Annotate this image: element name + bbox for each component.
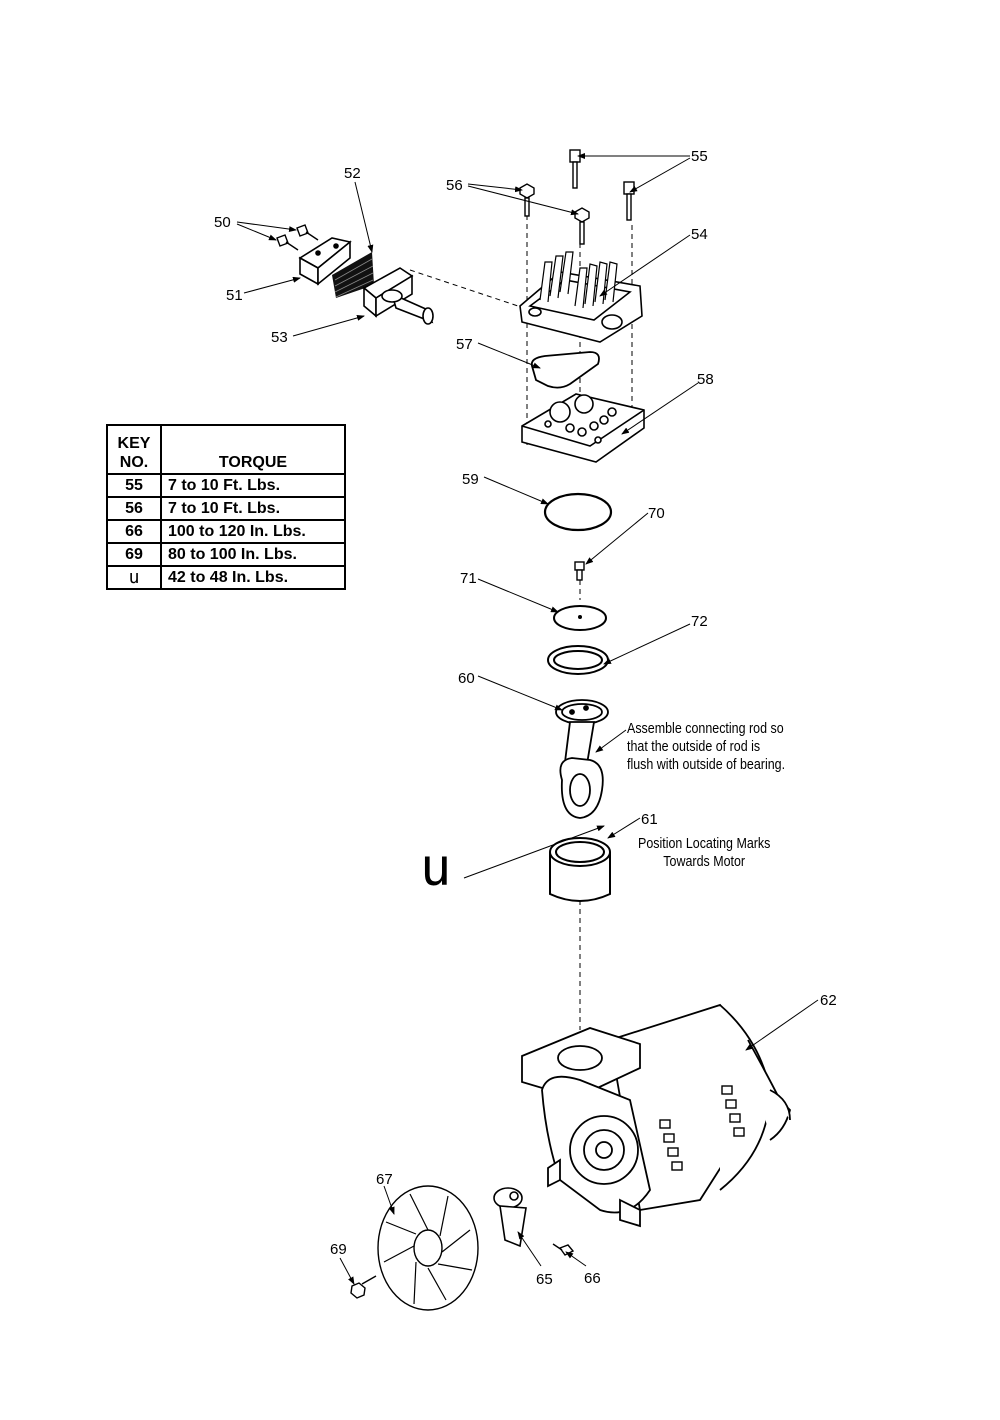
table-row: 66 100 to 120 In. Lbs. (106, 519, 346, 544)
part-57-head-gasket (530, 351, 600, 389)
table-row: 69 80 to 100 In. Lbs. (106, 542, 346, 567)
torque-header: TORQUE (160, 424, 346, 475)
part-60-connecting-rod (555, 699, 609, 819)
callout-62: 62 (820, 992, 837, 1009)
callout-61: 61 (641, 811, 658, 828)
part-51-filter-cover (298, 237, 352, 286)
torque-cell: 42 to 48 In. Lbs. (160, 565, 346, 590)
callout-72: 72 (691, 613, 708, 630)
part-59-o-ring (543, 492, 613, 532)
part-70-screw (574, 561, 585, 581)
callout-58: 58 (697, 371, 714, 388)
key-cell: 69 (106, 542, 162, 567)
callout-50: 50 (214, 214, 231, 231)
key-cell: 66 (106, 519, 162, 544)
connecting-rod-note: Assemble connecting rod so that the outs… (627, 721, 786, 773)
part-58-valve-plate (521, 393, 645, 463)
callout-55: 55 (691, 148, 708, 165)
part-66-bolt (552, 1243, 575, 1256)
torque-cell: 100 to 120 In. Lbs. (160, 519, 346, 544)
part-50-screws (276, 224, 319, 251)
callout-51: 51 (226, 287, 243, 304)
callout-53: 53 (271, 329, 288, 346)
torque-symbol-u: u (420, 838, 452, 898)
callout-52: 52 (344, 165, 361, 182)
key-cell: 55 (106, 473, 162, 498)
part-69-screw (350, 1275, 377, 1299)
part-54-cylinder-head (519, 251, 643, 343)
part-71-retainer-disc (553, 605, 607, 631)
callout-67: 67 (376, 1171, 393, 1188)
callout-71: 71 (460, 570, 477, 587)
key-cell: u (106, 565, 162, 590)
part-53-filter-housing (362, 267, 434, 325)
callout-57: 57 (456, 336, 473, 353)
part-61-bearing (549, 837, 611, 902)
table-row: 55 7 to 10 Ft. Lbs. (106, 473, 346, 498)
part-52-filter-element (332, 252, 374, 298)
callout-54: 54 (691, 226, 708, 243)
part-72-cup-seal (547, 645, 609, 675)
callout-69: 69 (330, 1241, 347, 1258)
locating-marks-note: Position Locating Marks Towards Motor (638, 836, 771, 870)
callout-60: 60 (458, 670, 475, 687)
part-65-eccentric (493, 1187, 527, 1248)
torque-cell: 7 to 10 Ft. Lbs. (160, 496, 346, 521)
key-cell: 56 (106, 496, 162, 521)
table-row: 56 7 to 10 Ft. Lbs. (106, 496, 346, 521)
part-62-motor-crankcase (521, 1003, 791, 1228)
part-67-fan (377, 1185, 479, 1311)
part-56-head-bolts (519, 183, 590, 245)
callout-66: 66 (584, 1270, 601, 1287)
table-row: u 42 to 48 In. Lbs. (106, 565, 346, 590)
leader-lines (236, 153, 819, 1285)
callout-labels: 50 51 52 53 54 55 56 57 58 59 60 61 62 6… (214, 148, 837, 1288)
callout-56: 56 (446, 177, 463, 194)
callout-65: 65 (536, 1271, 553, 1288)
callout-59: 59 (462, 471, 479, 488)
callout-70: 70 (648, 505, 665, 522)
torque-cell: 80 to 100 In. Lbs. (160, 542, 346, 567)
torque-cell: 7 to 10 Ft. Lbs. (160, 473, 346, 498)
